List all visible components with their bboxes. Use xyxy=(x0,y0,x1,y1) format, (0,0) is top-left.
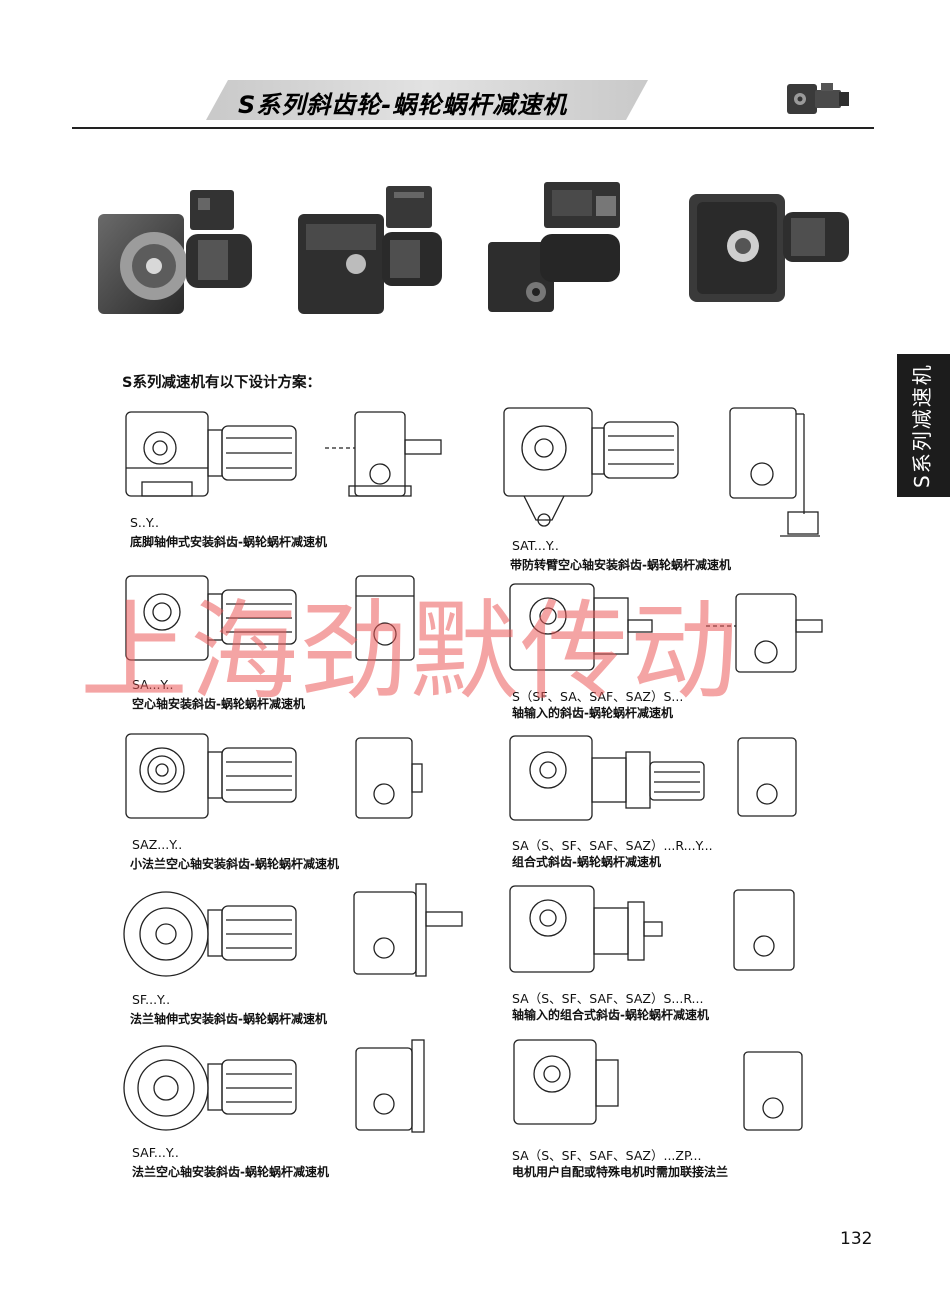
variant-description: 法兰轴伸式安装斜齿-蜗轮蜗杆减速机 xyxy=(130,1012,327,1026)
intro-text: S系列减速机有以下设计方案： xyxy=(122,375,321,391)
drawing-sf-y-front xyxy=(123,891,297,977)
drawing-sa-zp-front xyxy=(513,1039,619,1125)
drawing-sa-y-front xyxy=(125,575,297,661)
side-section-tab: S系列减速机 xyxy=(897,354,950,497)
variant-code: SA...Y.. xyxy=(132,677,174,692)
variant-code: SA（S、SF、SAF、SAZ）S...R... xyxy=(512,991,704,1006)
side-section-tab-label: S系列减速机 xyxy=(910,363,934,488)
variant-code: SF...Y.. xyxy=(132,992,171,1007)
variant-code: SAT...Y.. xyxy=(512,538,559,553)
page-title: S系列斜齿轮-蜗轮蜗杆减速机 xyxy=(238,91,568,119)
drawing-sa-y-side xyxy=(355,575,415,661)
variant-description: 底脚轴伸式安装斜齿-蜗轮蜗杆减速机 xyxy=(130,535,327,549)
variant-code: S（SF、SA、SAF、SAZ）S... xyxy=(512,689,684,704)
gearmotor-thumbnail-icon xyxy=(787,83,849,114)
title-banner-shape xyxy=(206,80,648,120)
drawing-s-y-side xyxy=(325,411,442,497)
drawing-sa-r-y-front xyxy=(509,735,705,821)
drawing-sa-s-r-front xyxy=(509,885,663,973)
variant-code: SA（S、SF、SAF、SAZ）...R...Y... xyxy=(512,838,713,853)
product-photo-2 xyxy=(298,186,442,314)
product-photo-1 xyxy=(98,190,252,314)
variant-description: 电机用户自配或特殊电机时需加联接法兰 xyxy=(512,1165,729,1179)
drawing-sa-r-y-side xyxy=(737,737,797,817)
drawing-sf-y-side xyxy=(353,883,463,977)
drawing-s-shaft-input-side xyxy=(706,593,823,673)
variant-description: 带防转臂空心轴安装斜齿-蜗轮蜗杆减速机 xyxy=(510,558,731,572)
drawing-saf-y-front xyxy=(123,1045,297,1131)
drawing-sa-zp-side xyxy=(743,1051,803,1131)
variant-description: 法兰空心轴安装斜齿-蜗轮蜗杆减速机 xyxy=(132,1165,329,1179)
product-photo-3 xyxy=(488,182,620,312)
drawing-sa-s-r-side xyxy=(733,889,795,971)
drawing-saf-y-side xyxy=(355,1039,425,1133)
drawing-sat-y-side xyxy=(729,407,820,537)
variant-description: 轴输入的组合式斜齿-蜗轮蜗杆减速机 xyxy=(512,1008,709,1022)
variant-description: 轴输入的斜齿-蜗轮蜗杆减速机 xyxy=(512,706,673,720)
product-photo-4 xyxy=(689,194,849,302)
variant-description: 小法兰空心轴安装斜齿-蜗轮蜗杆减速机 xyxy=(130,857,339,871)
variant-code: S..Y.. xyxy=(130,515,159,530)
variant-description: 组合式斜齿-蜗轮蜗杆减速机 xyxy=(512,855,661,869)
drawing-saz-y-side xyxy=(355,737,423,819)
variant-description: 空心轴安装斜齿-蜗轮蜗杆减速机 xyxy=(132,697,305,711)
drawing-sat-y-front xyxy=(503,407,679,527)
drawing-saz-y-front xyxy=(125,733,297,819)
variant-code: SA（S、SF、SAF、SAZ）...ZP... xyxy=(512,1148,702,1163)
title-banner: S系列斜齿轮-蜗轮蜗杆减速机 xyxy=(206,80,648,120)
header-rule xyxy=(72,127,874,129)
variant-code: SAF...Y.. xyxy=(132,1145,179,1160)
drawing-s-shaft-input-front xyxy=(509,583,653,671)
variant-code: SAZ...Y.. xyxy=(132,837,183,852)
drawing-s-y-front xyxy=(125,411,297,497)
page-number: 132 xyxy=(840,1229,873,1249)
